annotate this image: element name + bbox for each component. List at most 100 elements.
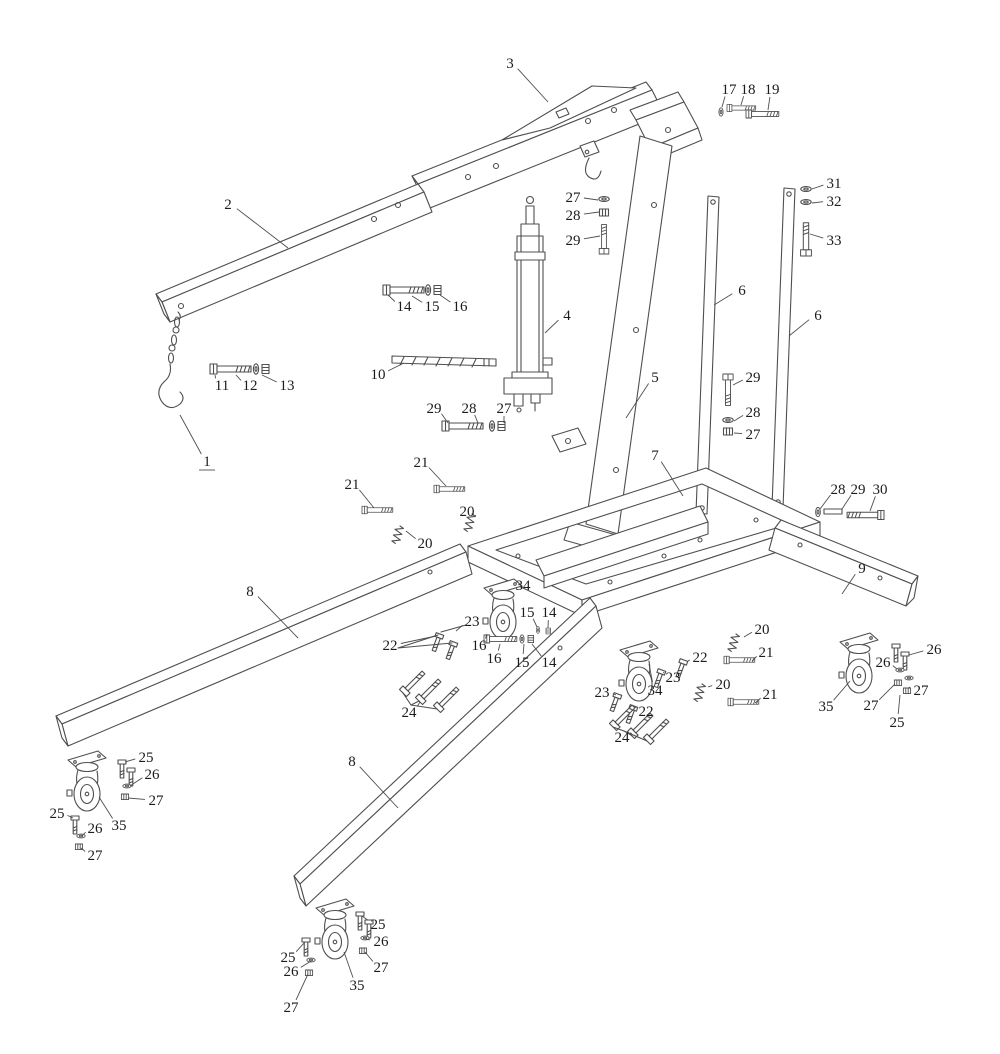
- boom-hanger-hook: [579, 140, 602, 180]
- leader-line: [129, 777, 143, 787]
- part-label-19: 19: [765, 82, 780, 98]
- part-label-20: 20: [418, 536, 433, 552]
- front-leg-upper: [55, 543, 473, 747]
- part-label-26: 26: [88, 821, 104, 837]
- leader-line: [439, 294, 451, 303]
- leader-line: [455, 624, 463, 632]
- leader-line: [648, 663, 653, 683]
- leader-line: [732, 379, 744, 386]
- extension-boom: [155, 183, 433, 323]
- leader-line: [364, 951, 374, 962]
- leader-line: [261, 374, 277, 383]
- part-label-8: 8: [348, 754, 356, 770]
- leader-line: [788, 319, 810, 337]
- leader-line: [411, 295, 423, 303]
- leader-line: [663, 671, 665, 674]
- leader-line: [625, 383, 649, 419]
- fasteners: [70, 104, 914, 977]
- leader-line: [869, 496, 876, 512]
- part-label-35: 35: [112, 818, 127, 834]
- part-label-27: 27: [284, 1000, 300, 1016]
- leader-line: [474, 414, 479, 424]
- part-label-23: 23: [666, 670, 681, 686]
- part-label-16: 16: [487, 651, 503, 667]
- right-leg: [768, 519, 919, 607]
- part-label-6: 6: [814, 308, 822, 324]
- part-label-23: 23: [595, 685, 610, 701]
- part-label-8: 8: [246, 584, 254, 600]
- part-label-27: 27: [149, 793, 165, 809]
- part-label-10: 10: [371, 367, 386, 383]
- part-label-27: 27: [88, 848, 104, 864]
- leader-line: [811, 201, 824, 204]
- leader-line: [767, 96, 771, 111]
- leader-line: [583, 235, 601, 240]
- leader-line: [532, 618, 538, 628]
- leader-line: [387, 294, 396, 302]
- leader-line: [522, 643, 525, 655]
- part-label-25: 25: [890, 715, 905, 731]
- handle-rod: [391, 355, 497, 368]
- part-label-17: 17: [722, 82, 738, 98]
- leader-line: [400, 635, 437, 644]
- part-label-28: 28: [462, 401, 477, 417]
- leader-line: [236, 208, 289, 249]
- part-label-13: 13: [280, 378, 295, 394]
- part-label-25: 25: [50, 806, 65, 822]
- part-label-26: 26: [284, 964, 300, 980]
- part-label-27: 27: [497, 401, 513, 417]
- part-label-25: 25: [281, 950, 296, 966]
- part-label-20: 20: [755, 622, 770, 638]
- part-label-35: 35: [350, 978, 365, 994]
- part-label-11: 11: [215, 378, 229, 394]
- part-label-18: 18: [741, 82, 756, 98]
- part-label-21: 21: [763, 687, 778, 703]
- leader-line: [612, 693, 617, 696]
- leader-line: [214, 374, 217, 379]
- leader-line: [544, 319, 559, 334]
- part-label-22: 22: [383, 638, 398, 654]
- part-label-5: 5: [651, 370, 659, 386]
- part-label-23: 23: [465, 614, 480, 630]
- caster-left-leg: [66, 750, 107, 812]
- leader-line: [754, 697, 761, 704]
- leader-line: [485, 633, 488, 639]
- part-label-20: 20: [716, 677, 731, 693]
- leader-line: [124, 758, 136, 763]
- leader-line: [740, 96, 745, 106]
- leader-line: [359, 489, 375, 509]
- leader-line: [80, 847, 86, 852]
- part-label-26: 26: [876, 655, 892, 671]
- leader-line: [235, 374, 242, 381]
- part-label-9: 9: [858, 561, 866, 577]
- leader-line: [295, 973, 309, 1001]
- leader-line: [908, 650, 924, 656]
- leader-line: [819, 494, 831, 510]
- leader-line: [405, 530, 416, 540]
- leader-line: [733, 415, 744, 422]
- leader-line: [811, 184, 824, 190]
- leader-line: [295, 941, 306, 953]
- part-label-12: 12: [243, 378, 258, 394]
- leader-line: [127, 797, 146, 800]
- part-label-29: 29: [851, 482, 866, 498]
- caster-right-leg: [838, 632, 879, 694]
- part-label-27: 27: [374, 960, 390, 976]
- front-leg-lower: [293, 597, 603, 907]
- leader-line: [517, 68, 549, 103]
- part-label-6: 6: [738, 283, 746, 299]
- part-label-14: 14: [542, 655, 558, 671]
- leader-line: [531, 643, 542, 657]
- part-label-29: 29: [746, 370, 761, 386]
- caster-bottom-leg: [314, 898, 355, 960]
- part-label-31: 31: [827, 176, 842, 192]
- part-label-27: 27: [566, 190, 582, 206]
- part-label-15: 15: [520, 605, 535, 621]
- part-label-32: 32: [827, 194, 842, 210]
- part-label-25: 25: [371, 917, 386, 933]
- leader-line: [833, 680, 851, 701]
- part-label-28: 28: [831, 482, 846, 498]
- part-label-29: 29: [427, 401, 442, 417]
